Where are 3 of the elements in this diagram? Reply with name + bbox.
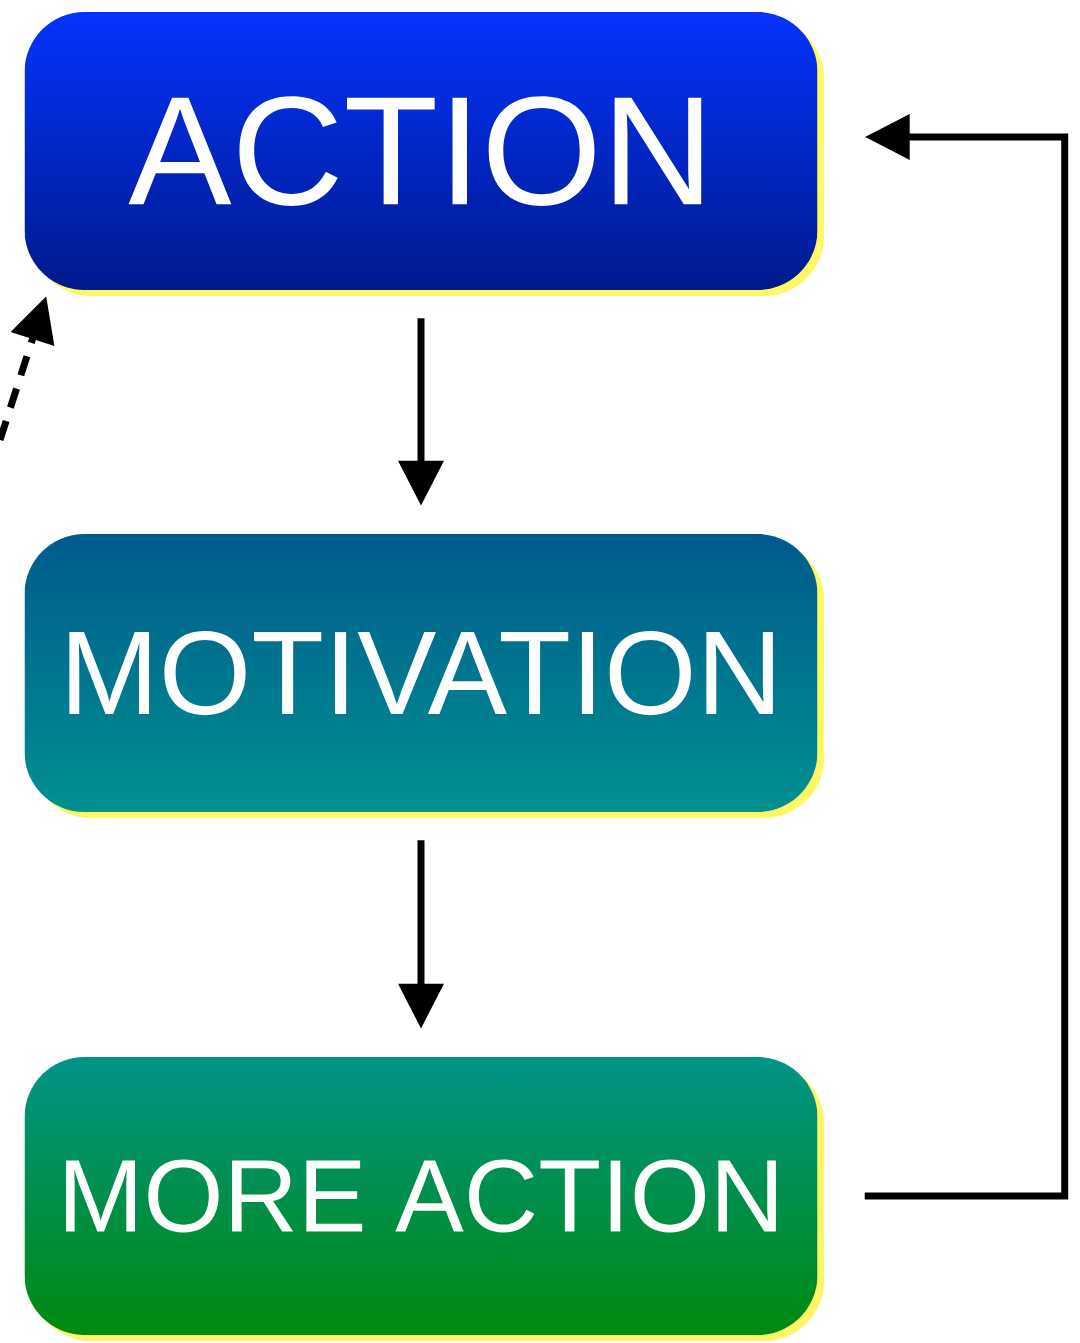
process-box: MOTIVATION — [24, 534, 824, 818]
process-box: ACTION — [24, 12, 824, 296]
process-box: MORE ACTION — [24, 1057, 824, 1341]
